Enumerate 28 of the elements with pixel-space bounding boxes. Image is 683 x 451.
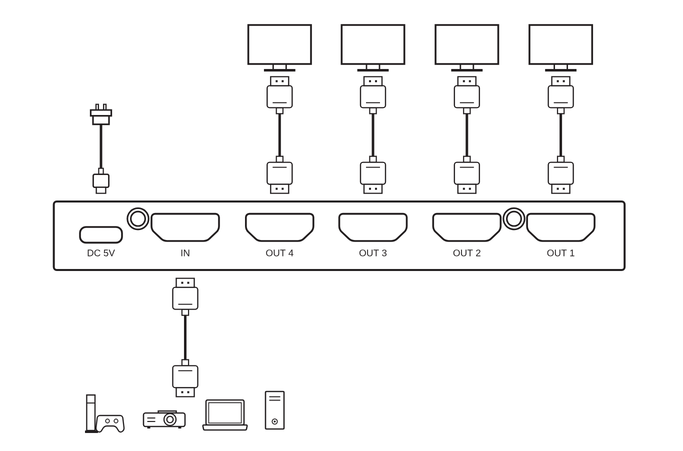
node-label: OUT 3 [359,250,387,256]
hdmi-port: OUT 2 [432,212,502,256]
monitor [528,24,594,72]
cable [100,124,102,168]
cable [184,315,186,360]
hdmi-port: OUT 3 [338,212,408,256]
device-box [52,200,626,271]
cable [466,114,468,156]
laptop [202,399,248,431]
node-label: DC 5V [88,250,115,256]
cable [560,114,562,156]
node-label: IN [181,250,190,256]
projector [142,410,186,428]
node-label: OUT 4 [266,250,294,256]
game-console [85,394,125,433]
monitor [340,24,406,72]
monitor [434,24,500,72]
hdmi-port: IN [150,212,220,256]
monitor [247,24,312,72]
node-label: OUT 2 [453,250,480,256]
cable [278,114,281,156]
hdmi-port: OUT 4 [245,212,314,256]
power-port: DC 5V [79,226,123,256]
cable [372,114,374,156]
node-label: OUT 1 [547,250,574,256]
pc-tower [264,390,285,430]
wall-plug [90,104,112,126]
hdmi-port: OUT 1 [526,212,596,256]
